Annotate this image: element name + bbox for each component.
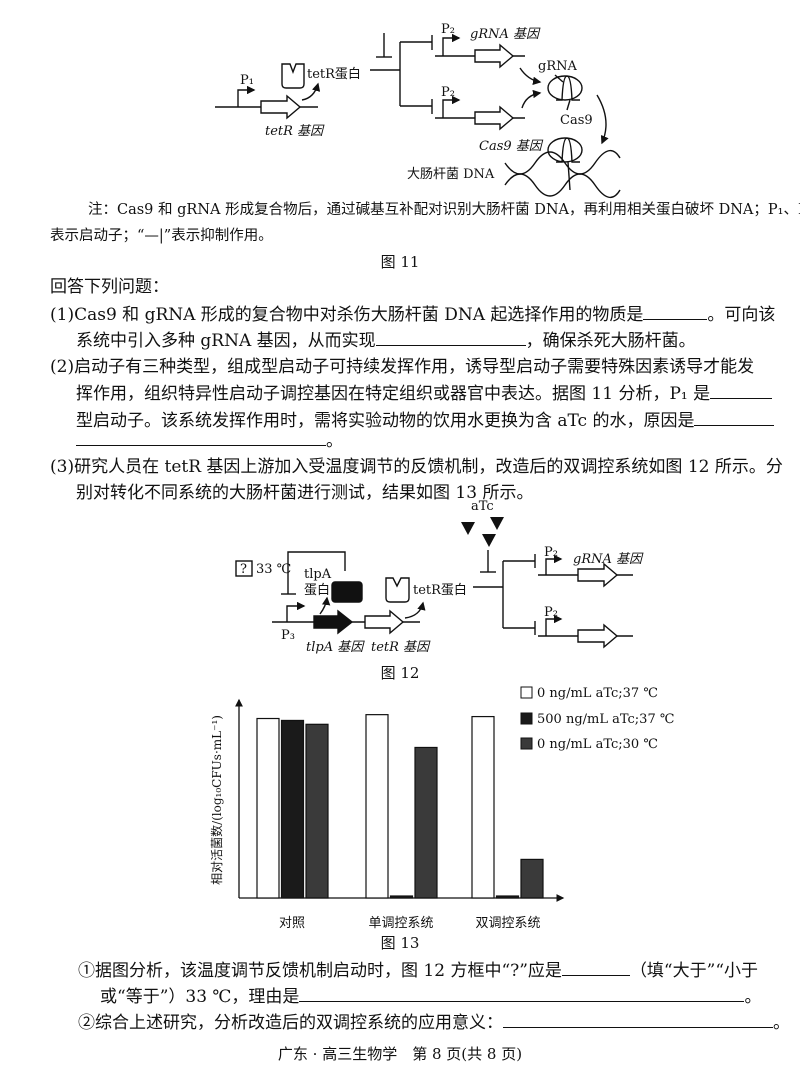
bar-2-0 <box>471 715 495 899</box>
p2-lower-label: P₂ <box>544 605 558 620</box>
q1-text: ，确保杀死大肠杆菌。 <box>525 331 696 351</box>
promoter-p1-icon <box>237 85 256 107</box>
cas9-gene-label: Cas9 基因 <box>479 139 544 154</box>
grna-gene-label: gRNA 基因 <box>573 552 644 567</box>
tlpa-protein-label-2: 蛋白 <box>304 582 330 598</box>
figure-12-caption: 图 12 <box>380 664 420 682</box>
question-box <box>235 560 253 577</box>
s2-text: 。 <box>773 1013 790 1033</box>
grna-gene-arrow <box>474 43 515 69</box>
s2-text: ②综合上述研究，分析改造后的双调控系统的应用意义： <box>78 1013 503 1033</box>
answer-blank-1[interactable] <box>643 303 708 320</box>
answer-blank-2[interactable] <box>375 329 526 346</box>
atc-molecules-icon <box>461 517 504 547</box>
subquestion-2-line: ②综合上述研究，分析改造后的双调控系统的应用意义： 。 <box>78 1011 790 1034</box>
atc-label: aTc <box>471 499 494 514</box>
tlpa-gene-label: tlpA 基因 <box>306 640 365 655</box>
ecoli-dna-label: 大肠杆菌 DNA <box>407 167 495 182</box>
y-axis-label: 相对活菌数/(log₁₀CFUs·mL⁻¹) <box>209 715 224 885</box>
figure-11-caption: 图 11 <box>380 253 420 271</box>
legend-swatch <box>520 737 533 750</box>
s1-text: ①据图分析，该温度调节反馈机制启动时，图 12 方框中“?”应是 <box>78 961 562 981</box>
answer-blank-3[interactable] <box>710 382 773 399</box>
figure-11-diagram <box>215 33 621 198</box>
figure-13-chart: 相对活菌数/(log₁₀CFUs·mL⁻¹) 对照 单调控系统 双调控系统 0 … <box>209 686 674 931</box>
q2-text: 挥作用，组织特异性启动子调控基因在特定组织或器官中表达。据图 11 分析，P₁ … <box>76 384 711 404</box>
category-label: 双调控系统 <box>475 916 540 931</box>
bar-1-0 <box>365 714 389 899</box>
bar-1-2 <box>414 746 438 899</box>
answer-blank-7[interactable] <box>299 985 745 1002</box>
p2-upper-label: P₂ <box>441 22 455 37</box>
tlpa-gene-arrow <box>313 609 354 635</box>
tetr-protein-icon <box>281 63 305 89</box>
tetr-gene-label: tetR 基因 <box>371 640 431 655</box>
questions-intro: 回答下列问题： <box>50 277 169 297</box>
answer-blank-8[interactable] <box>503 1011 773 1028</box>
figure-12-diagram <box>235 517 633 649</box>
question-1-line-2: 系统中引入多种 gRNA 基因，从而实现 ，确保杀死大肠杆菌。 <box>76 329 696 352</box>
dna-helix-icon <box>504 137 621 198</box>
s1-text: 或“等于”）33 ℃，理由是 <box>100 987 300 1007</box>
tetr-gene-arrow <box>260 94 302 120</box>
figure-11-note-line-2: 表示启动子；“—|”表示抑制作用。 <box>50 228 273 244</box>
question-2-line-2: 挥作用，组织特异性启动子调控基因在特定组织或器官中表达。据图 11 分析，P₁ … <box>76 382 773 405</box>
grna-gene-label: gRNA 基因 <box>470 27 541 42</box>
cas9-gene-arrow <box>474 105 515 131</box>
answer-blank-5[interactable] <box>76 429 326 446</box>
grna-label: gRNA <box>538 59 577 74</box>
q2-text: 型启动子。该系统发挥作用时，需将实验动物的饮用水更换为含 aTc 的水，原因是 <box>76 411 695 431</box>
figure-11-note-line-1: 注：Cas9 和 gRNA 形成复合物后，通过碱基互补配对识别大肠杆菌 DNA，… <box>88 202 800 218</box>
tetr-protein-label: tetR蛋白 <box>307 66 361 82</box>
p2-lower-label: P₂ <box>441 85 455 100</box>
bar-0-0 <box>256 717 280 899</box>
legend-label: 0 ng/mL aTc;30 ℃ <box>537 737 658 752</box>
temp-label: 33 ℃ <box>256 562 291 577</box>
p2-upper-label: P₂ <box>544 545 558 560</box>
answer-blank-4[interactable] <box>694 409 775 426</box>
question-3-line-2: 别对转化不同系统的大肠杆菌进行测试，结果如图 13 所示。 <box>76 483 534 503</box>
bar-0-1 <box>280 719 305 899</box>
p3-label: P₃ <box>281 628 295 643</box>
legend-swatch <box>520 686 533 699</box>
s1-text: 。 <box>744 987 762 1007</box>
bar-2-2 <box>520 858 544 899</box>
q2-text: 。 <box>326 431 343 451</box>
question-2-line-4: 。 <box>76 429 343 452</box>
q1-text: 系统中引入多种 gRNA 基因，从而实现 <box>76 331 376 351</box>
bar-0-2 <box>305 723 329 899</box>
s1-text: （填“大于”“小于 <box>629 961 759 981</box>
question-2-line-1: (2)启动子有三种类型，组成型启动子可持续发挥作用，诱导型启动子需要特殊因素诱导… <box>50 357 755 377</box>
question-3-line-1: (3)研究人员在 tetR 基因上游加入受温度调节的反馈机制，改造后的双调控系统… <box>50 457 783 477</box>
cas9-label: Cas9 <box>560 113 593 128</box>
legend: 0 ng/mL aTc;37 ℃ 500 ng/mL aTc;37 ℃ 0 ng… <box>520 686 674 752</box>
subquestion-1-line-2: 或“等于”）33 ℃，理由是 。 <box>100 985 761 1008</box>
legend-label: 0 ng/mL aTc;37 ℃ <box>537 686 658 701</box>
figure-13-caption: 图 13 <box>380 934 420 952</box>
category-label: 单调控系统 <box>368 916 433 931</box>
tlpa-protein-label-1: tlpA <box>304 567 332 582</box>
q1-text: (1)Cas9 和 gRNA 形成的复合物中对杀伤大肠杆菌 DNA 起选择作用的… <box>50 305 644 325</box>
legend-label: 500 ng/mL aTc;37 ℃ <box>537 712 674 727</box>
tetr-gene-arrow <box>364 609 405 635</box>
cas9-grna-complex-icon <box>547 74 583 111</box>
p1-label: P₁ <box>240 73 254 88</box>
bar-1-1 <box>389 895 414 899</box>
question-1-line-1: (1)Cas9 和 gRNA 形成的复合物中对杀伤大肠杆菌 DNA 起选择作用的… <box>50 303 775 326</box>
question-2-line-3: 型启动子。该系统发挥作用时，需将实验动物的饮用水更换为含 aTc 的水，原因是 <box>76 409 775 432</box>
page-footer: 广东 · 高三生物学 第 8 页(共 8 页) <box>277 1045 523 1063</box>
tetr-protein-label: tetR蛋白 <box>413 582 467 598</box>
tetr-protein-icon <box>385 577 410 603</box>
q1-text: 。可向该 <box>707 305 776 325</box>
tlpa-protein-icon <box>331 581 363 603</box>
answer-blank-6[interactable] <box>561 959 630 976</box>
subquestion-1-line-1: ①据图分析，该温度调节反馈机制启动时，图 12 方框中“?”应是 （填“大于”“小… <box>78 959 758 982</box>
bar-2-1 <box>495 895 520 899</box>
category-label: 对照 <box>279 916 305 931</box>
tetr-gene-label: tetR 基因 <box>265 124 325 139</box>
question-mark: ? <box>240 562 247 577</box>
legend-swatch <box>520 712 533 725</box>
